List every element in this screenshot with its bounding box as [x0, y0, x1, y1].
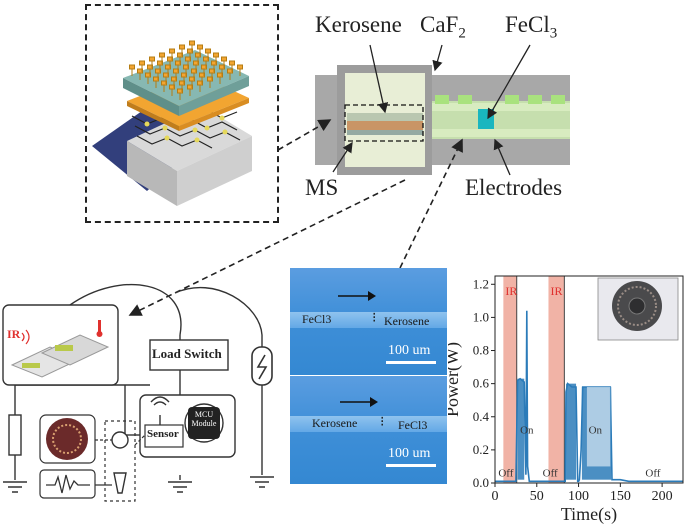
micrograph-bottom: Kerosene FeCl3 ⁝ 100 um	[290, 376, 447, 484]
flow-arrow-icon	[340, 397, 378, 407]
x-axis-label: Time(s)	[561, 504, 617, 525]
scale-bar-top	[386, 361, 436, 364]
inset-coin-ring	[617, 286, 657, 326]
micro-bottom-left-label: Kerosene	[312, 416, 358, 430]
micro-bottom-right-label: FeCl3	[398, 418, 428, 432]
y-tick-label-3: 0.6	[473, 376, 490, 391]
on-region-fill-1	[517, 378, 525, 480]
mcu-label-line2: Module	[191, 419, 217, 428]
y-tick-label-6: 1.2	[473, 276, 489, 291]
scale-label-bottom: 100 um	[388, 446, 431, 461]
device-stack-illustration	[92, 40, 252, 206]
fecl3-label: FeCl3	[505, 12, 557, 43]
state-annotation-2: Off	[543, 467, 558, 479]
plot-frame	[494, 275, 684, 484]
state-annotation-4: Off	[645, 467, 660, 479]
state-annotation-1: On	[520, 424, 534, 436]
y-tick-label-1: 0.2	[473, 442, 489, 457]
scale-bar-bottom	[386, 464, 436, 467]
interface-mark: ⁝	[380, 415, 385, 430]
y-tick-label-5: 1.0	[473, 309, 489, 324]
load-switch-label: Load Switch	[152, 346, 222, 361]
ir-band-1	[548, 276, 565, 483]
ir-band-label-0: IR	[505, 284, 517, 298]
fecl3-text: FeCl	[505, 12, 550, 37]
flow-arrow-icon	[338, 291, 376, 301]
inset-coin-center	[628, 297, 646, 315]
y-tick-label-4: 0.8	[473, 343, 489, 358]
fecl3-subscript: 3	[549, 25, 558, 42]
x-tick-label-2: 100	[568, 489, 589, 504]
x-tick-label-4: 200	[652, 489, 673, 504]
state-annotation-3: On	[589, 424, 603, 436]
kerosene-label: Kerosene	[315, 12, 402, 37]
ir-band-label-1: IR	[550, 284, 562, 298]
micrograph-top: FeCl3 Kerosene ⁝ 100 um	[290, 268, 447, 375]
channel-band	[290, 416, 447, 432]
micro-top-right-label: Kerosene	[384, 314, 430, 328]
sensor-label: Sensor	[147, 428, 179, 440]
caf2-subscript: 2	[458, 25, 466, 42]
micro-top-left-label: FeCl3	[302, 312, 332, 326]
caf2-text: CaF	[420, 12, 459, 37]
ir-source-label: IR	[7, 327, 21, 341]
device-stack-panel	[85, 4, 279, 223]
on-region-fill-2	[566, 383, 577, 480]
mcu-label: MCU Module	[188, 410, 220, 428]
state-annotation-0: Off	[498, 467, 513, 479]
mcu-label-line1: MCU	[194, 410, 214, 419]
x-tick-label-3: 150	[610, 489, 631, 504]
caf2-label: CaF2	[420, 12, 466, 43]
electrodes-label: Electrodes	[465, 175, 563, 200]
x-tick-label-0: 0	[492, 489, 499, 504]
interface-mark: ⁝	[372, 311, 377, 326]
ms-label: MS	[305, 175, 339, 200]
ir-band-0	[503, 276, 517, 483]
y-tick-label-0: 0.0	[473, 475, 489, 490]
y-tick-label-2: 0.4	[473, 409, 490, 424]
circuit-diagram	[2, 284, 274, 502]
channel-band	[290, 312, 447, 328]
y-axis-label: Power(W)	[448, 342, 463, 417]
scale-label-top: 100 um	[388, 343, 431, 358]
cross-section-schematic	[315, 65, 570, 175]
on-region-gap	[586, 386, 611, 467]
x-tick-label-1: 50	[530, 489, 544, 504]
